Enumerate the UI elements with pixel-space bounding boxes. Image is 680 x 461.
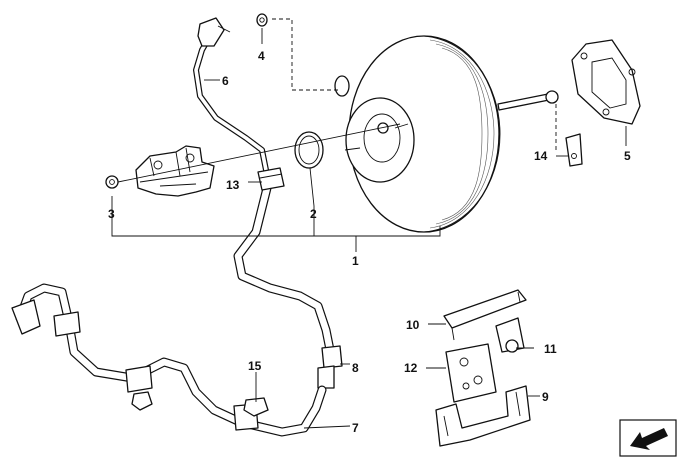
clip [565, 133, 583, 167]
callout-4: 4 [258, 49, 265, 63]
gasket [571, 39, 641, 125]
alignment-lines [117, 18, 557, 183]
arrow-icon [619, 419, 677, 457]
callout-15: 15 [248, 359, 262, 373]
callout-8: 8 [352, 361, 359, 375]
callout-5: 5 [624, 149, 631, 163]
vacuum-pipe [193, 13, 269, 173]
callout-10: 10 [406, 318, 420, 332]
leader-lines [111, 28, 627, 429]
callout-3: 3 [108, 207, 115, 221]
callout-labels: 1 2 3 4 5 6 7 8 9 10 11 12 13 14 15 [108, 49, 631, 435]
lower-hose [11, 283, 327, 437]
nut [105, 175, 119, 189]
seal-ring [294, 131, 324, 169]
callout-7: 7 [352, 421, 359, 435]
callout-12: 12 [404, 361, 418, 375]
callout-14: 14 [534, 149, 548, 163]
bracket-set [435, 289, 531, 447]
callout-9: 9 [542, 390, 549, 404]
callout-11: 11 [544, 342, 557, 356]
master-cylinder [135, 145, 215, 197]
callout-13: 13 [226, 178, 240, 192]
callout-2: 2 [310, 207, 317, 221]
brake-booster [334, 35, 559, 233]
vacuum-hose [233, 167, 343, 389]
callout-1: 1 [352, 254, 359, 268]
callout-6: 6 [222, 74, 229, 88]
